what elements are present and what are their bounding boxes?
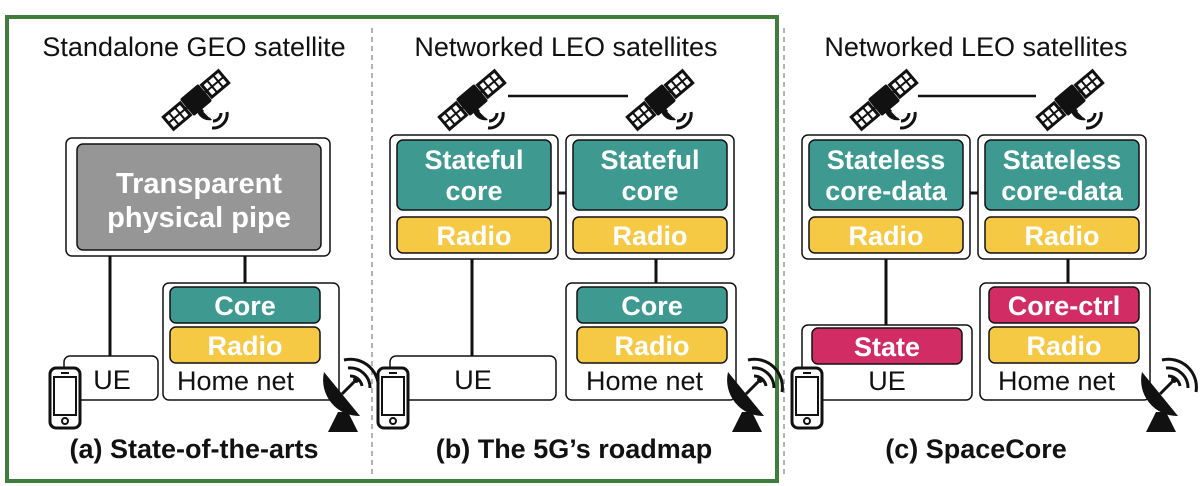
stateful-core-label-2b: core xyxy=(621,176,678,206)
radio-block-sat1 xyxy=(808,216,964,254)
core-label: Core xyxy=(214,291,276,321)
state-label: State xyxy=(854,332,920,362)
stateless-core-label-2a: Stateless xyxy=(1003,145,1122,175)
stateful-core-block-1 xyxy=(396,139,552,211)
panel-b: Networked LEO satellites Stateful core R… xyxy=(376,32,784,464)
radio-block xyxy=(988,326,1140,364)
stateful-core-label-2a: Stateful xyxy=(600,145,699,175)
ue-label: UE xyxy=(93,365,131,395)
radio-block-sat2 xyxy=(572,216,728,254)
satellite-icon xyxy=(623,66,697,134)
ue-label: UE xyxy=(868,366,906,396)
panel-a-caption: (a) State-of-the-arts xyxy=(69,434,318,464)
core-label: Core xyxy=(621,291,683,321)
satellite-icon xyxy=(847,66,921,134)
stateless-core-label-1b: core-data xyxy=(825,176,948,206)
stateless-core-label-2b: core-data xyxy=(1001,176,1124,206)
core-ctrl-label: Core-ctrl xyxy=(1008,291,1121,321)
state-block xyxy=(811,327,963,365)
stateful-core-label-1b: core xyxy=(445,176,502,206)
radio-label-sat1: Radio xyxy=(436,221,511,251)
phone-icon xyxy=(790,366,824,430)
radio-label-sat2: Radio xyxy=(1024,221,1099,251)
radio-label-sat1: Radio xyxy=(848,221,923,251)
stateful-core-label-1a: Stateful xyxy=(424,145,523,175)
home-net-label: Home net xyxy=(177,366,295,396)
radio-block xyxy=(169,326,321,364)
radio-block-sat1 xyxy=(396,216,552,254)
phone-icon xyxy=(48,366,82,430)
radio-label-sat2: Radio xyxy=(612,221,687,251)
radio-label: Radio xyxy=(207,331,282,361)
panel-a-title: Standalone GEO satellite xyxy=(42,32,345,62)
panel-b-title: Networked LEO satellites xyxy=(414,32,717,62)
panel-c-title: Networked LEO satellites xyxy=(824,32,1127,62)
home-net-label: Home net xyxy=(998,366,1116,396)
pipe-label-line2: physical pipe xyxy=(107,202,291,234)
radio-label: Radio xyxy=(1026,331,1101,361)
core-block xyxy=(576,286,728,324)
core-ctrl-block xyxy=(988,286,1140,324)
radio-block xyxy=(576,326,728,364)
panel-a: Standalone GEO satellite Transparent phy… xyxy=(42,32,380,464)
home-net-label: Home net xyxy=(586,366,704,396)
stateful-core-block-2 xyxy=(572,139,728,211)
highlight-box xyxy=(5,15,779,483)
satellite-icon xyxy=(1033,66,1107,134)
satellite-icon xyxy=(159,66,233,134)
ue-label: UE xyxy=(454,365,492,395)
stateless-core-block-1 xyxy=(808,139,964,211)
panel-c-caption: (c) SpaceCore xyxy=(885,434,1067,464)
stateless-core-label-1a: Stateless xyxy=(827,145,946,175)
stateless-core-block-2 xyxy=(984,139,1140,211)
pipe-label-line1: Transparent xyxy=(116,168,282,200)
phone-icon xyxy=(376,366,410,430)
core-block xyxy=(169,286,321,324)
panel-c: Networked LEO satellites Stateless core-… xyxy=(790,32,1198,464)
panel-b-caption: (b) The 5G’s roadmap xyxy=(436,434,713,464)
radio-label: Radio xyxy=(614,331,689,361)
radio-block-sat2 xyxy=(984,216,1140,254)
satellite-icon xyxy=(435,66,509,134)
transparent-pipe-block xyxy=(76,143,322,251)
